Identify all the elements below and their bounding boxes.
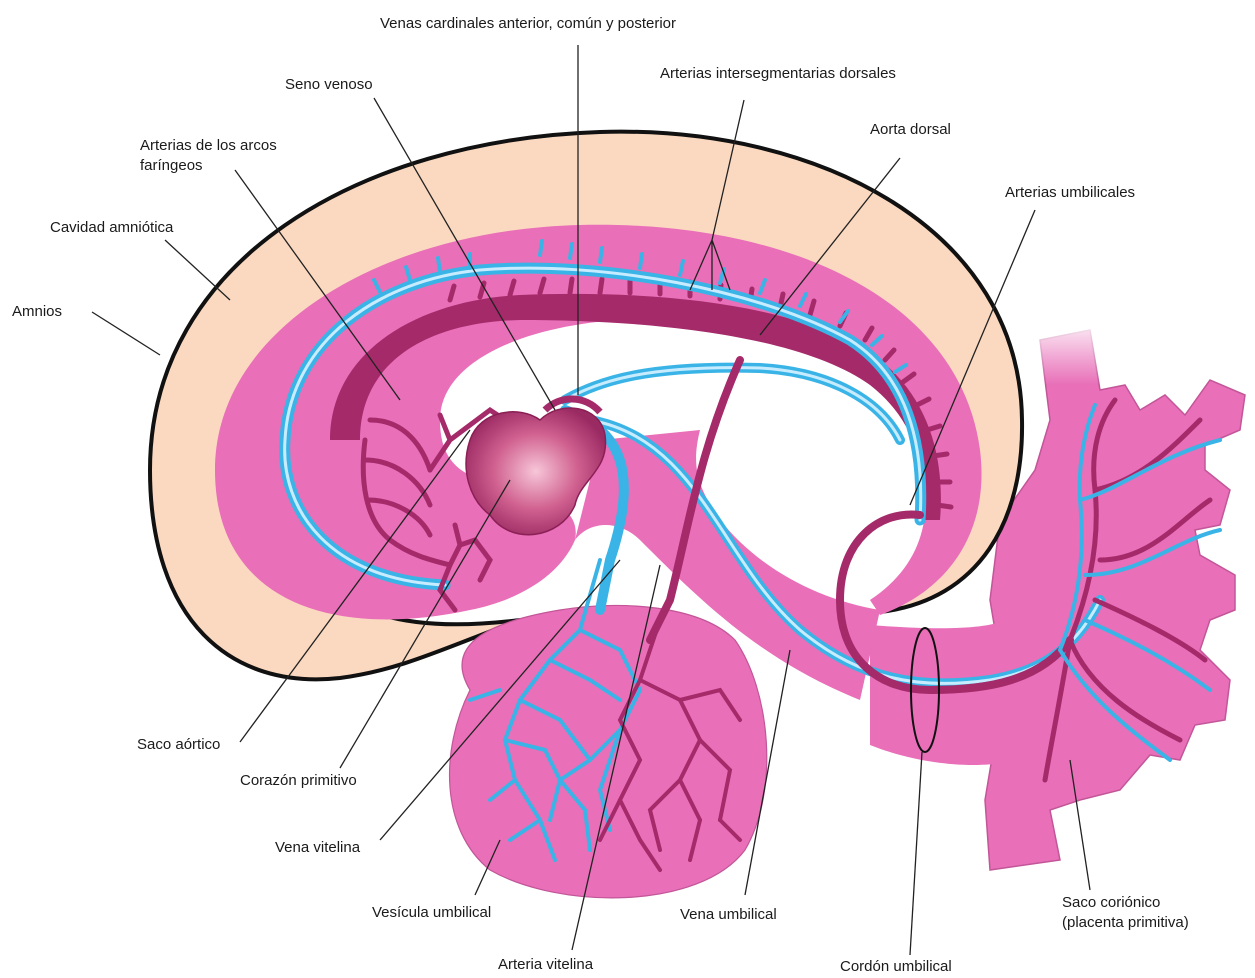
label-arterias-arcos-2: faríngeos — [140, 156, 203, 175]
yolk-sac — [450, 605, 767, 897]
label-cordon-umbilical: Cordón umbilical — [840, 957, 952, 976]
label-seno-venoso: Seno venoso — [285, 75, 373, 94]
label-arterias-intersegmentarias: Arterias intersegmentarias dorsales — [660, 64, 896, 83]
label-arterias-umbilicales: Arterias umbilicales — [1005, 183, 1135, 202]
label-arterias-arcos-1: Arterias de los arcos — [140, 136, 277, 155]
label-saco-corionico-1: Saco coriónico — [1062, 893, 1160, 912]
label-vesicula-umbilical: Vesícula umbilical — [372, 903, 491, 922]
label-cavidad-amniotica: Cavidad amniótica — [50, 218, 173, 237]
label-saco-corionico-2: (placenta primitiva) — [1062, 913, 1189, 932]
label-vena-vitelina: Vena vitelina — [275, 838, 360, 857]
label-amnios: Amnios — [12, 302, 62, 321]
chorionic-sac — [985, 325, 1245, 870]
label-saco-aortico: Saco aórtico — [137, 735, 220, 754]
label-arteria-vitelina: Arteria vitelina — [498, 955, 593, 974]
label-venas-cardinales: Venas cardinales anterior, común y poste… — [380, 14, 676, 33]
label-corazon-primitivo: Corazón primitivo — [240, 771, 357, 790]
label-vena-umbilical: Vena umbilical — [680, 905, 777, 924]
label-aorta-dorsal: Aorta dorsal — [870, 120, 951, 139]
